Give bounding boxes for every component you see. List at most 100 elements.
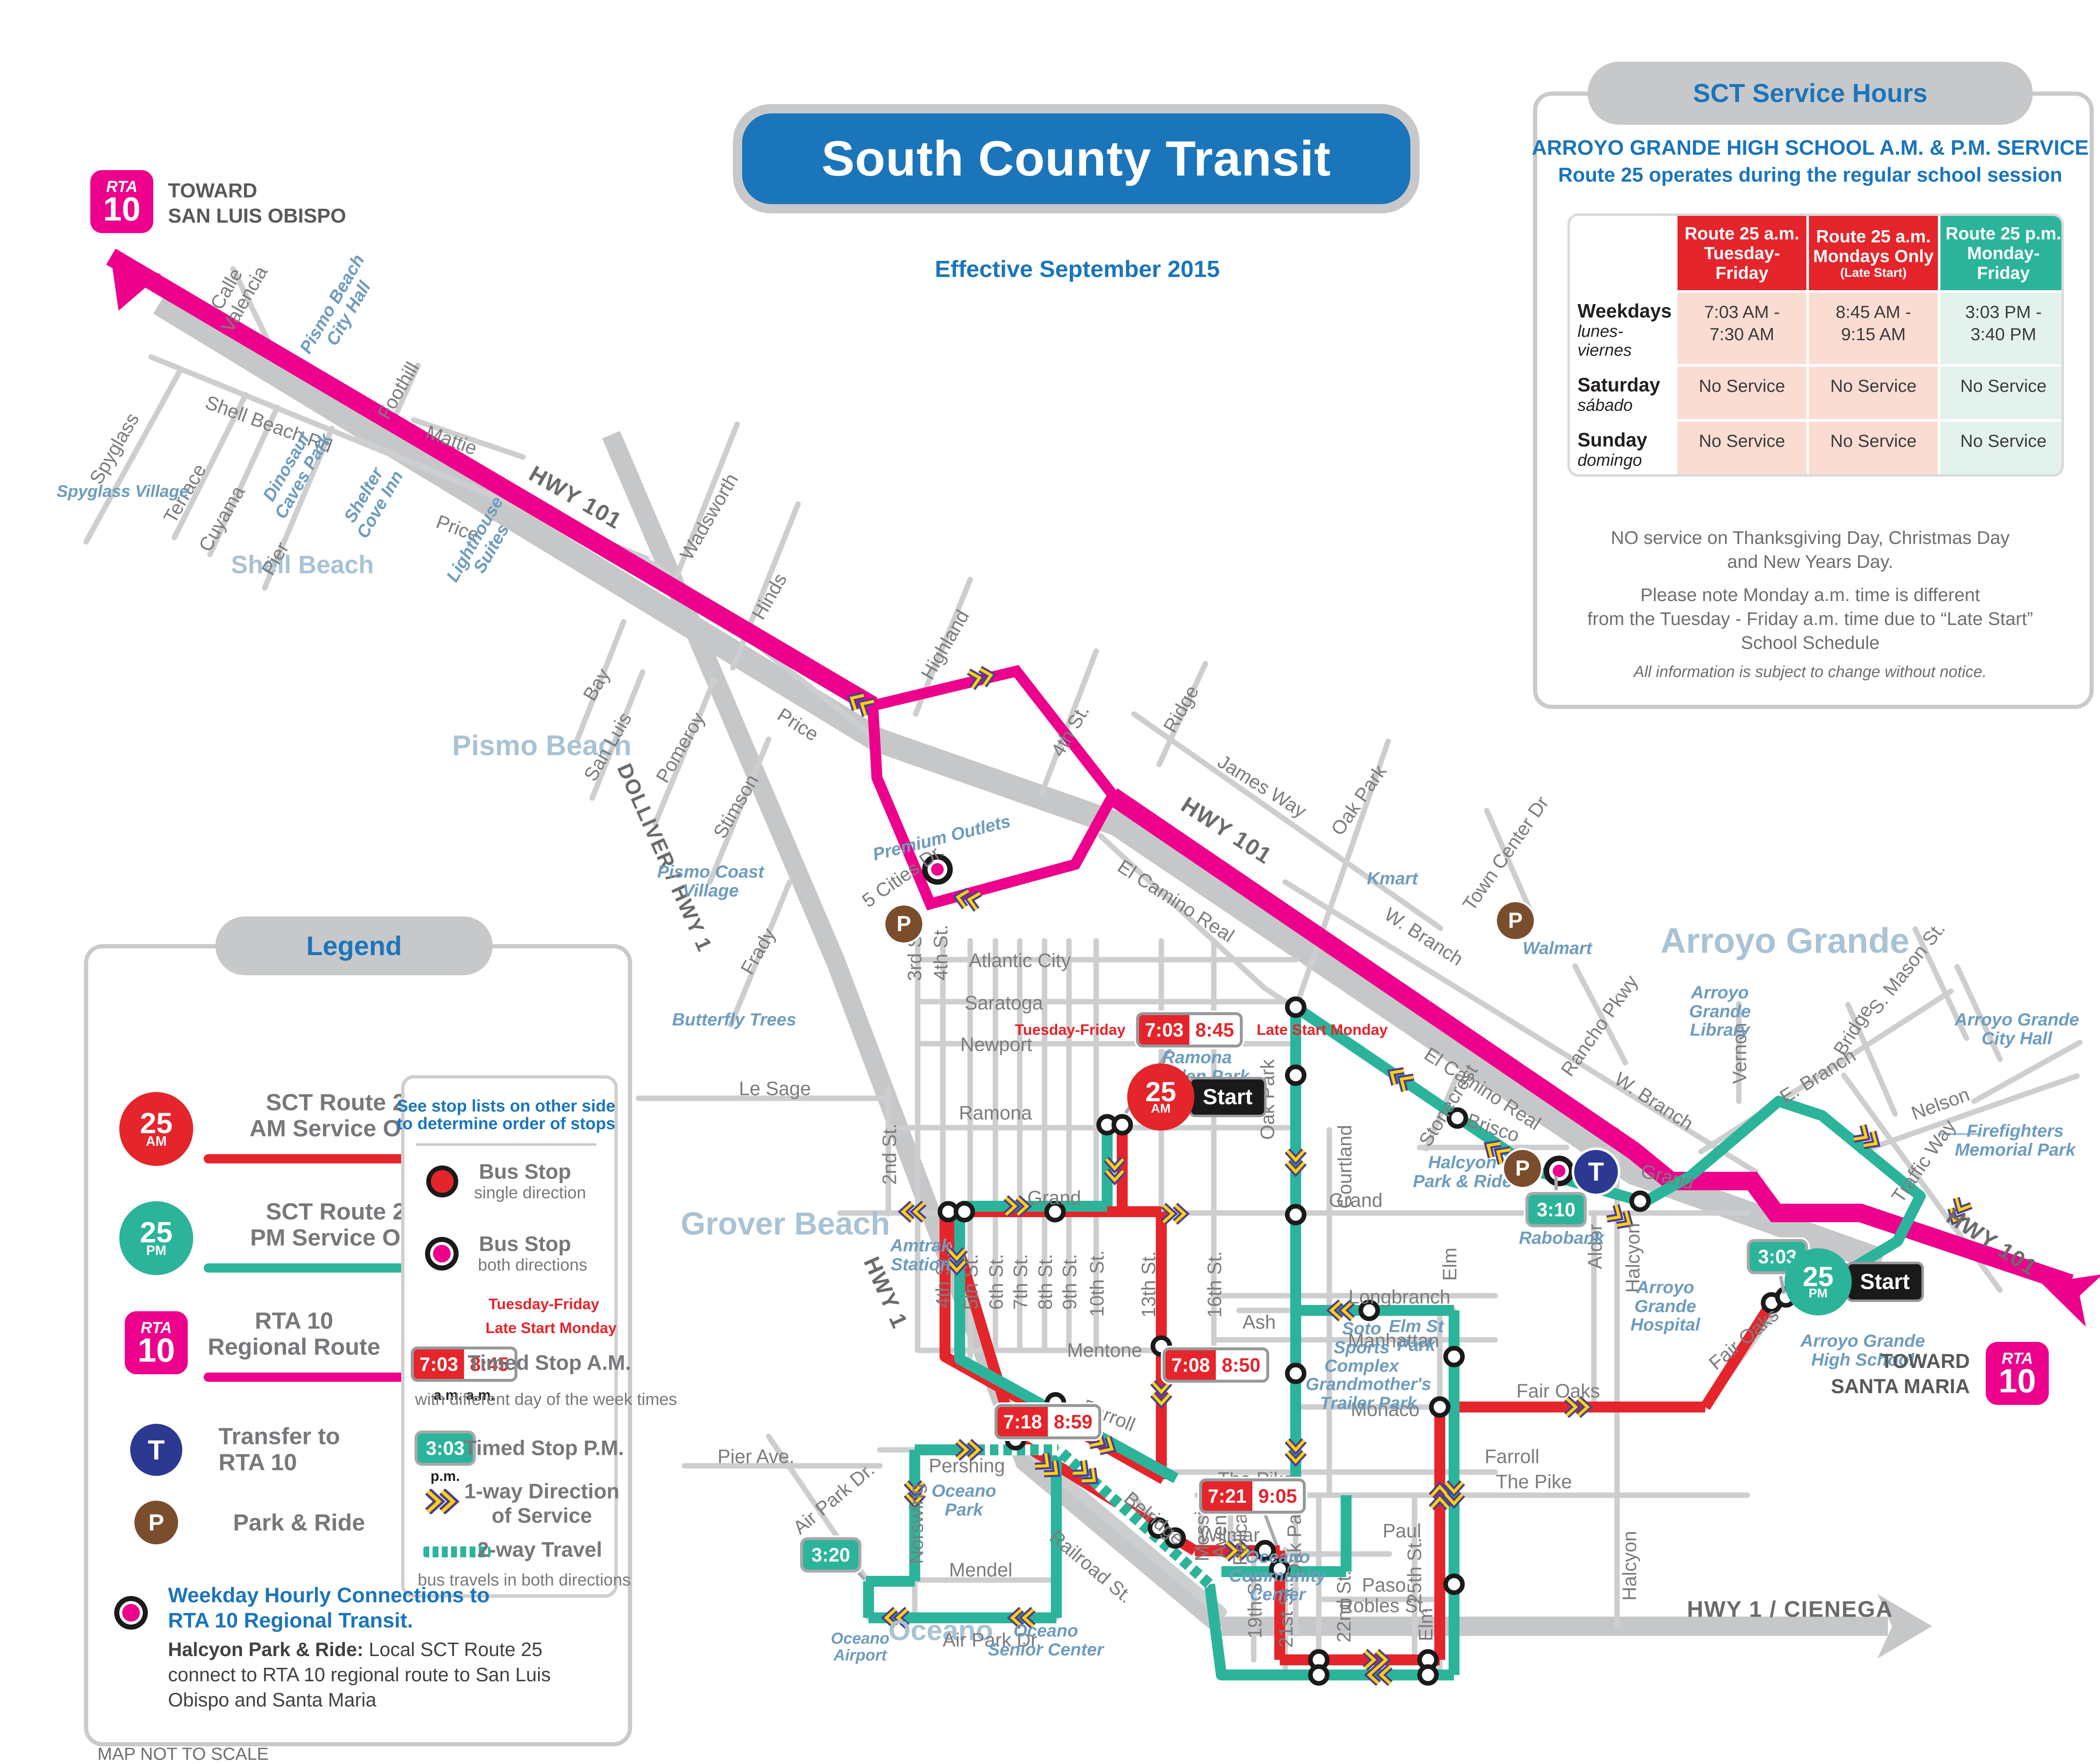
rta10-route <box>106 249 2074 1292</box>
street-label: Fair Oaks <box>1516 1380 1600 1402</box>
timed-stop-pm-badge: 3:10 <box>1525 1192 1587 1227</box>
street-label: Grand <box>1027 1186 1081 1209</box>
street-label: Le Sage <box>739 1077 811 1100</box>
street-label: 10th St. <box>1086 1250 1108 1317</box>
legend-park-ride-badge: P <box>134 1501 178 1544</box>
legend-pm-badge-sample: 3:03 <box>414 1431 476 1466</box>
late-start-note: Please note Monday a.m. time is differen… <box>1587 585 2033 654</box>
toward-sm-label: TOWARD SANTA MARIA <box>1831 1350 1970 1398</box>
service-hours-heading2: Route 25 operates during the regular sch… <box>1558 164 2063 186</box>
street-label: Paso Robles St. <box>1339 1574 1429 1616</box>
poi-label: Oceano Senior Center <box>988 1620 1104 1659</box>
cienega-arrow <box>1877 1594 1932 1659</box>
am-time-late-start-monday: 8:50 <box>1216 1350 1267 1380</box>
effective-date: Effective September 2015 <box>934 255 1220 282</box>
legend-single-stop-icon <box>426 1166 458 1197</box>
street-label: Mentone <box>1067 1339 1142 1361</box>
start-label: Start <box>1188 1077 1267 1117</box>
poi-label: Spyglass Village <box>56 482 189 501</box>
legend-hourly-stop-icon <box>114 1596 148 1630</box>
legend-title: Legend <box>215 916 493 975</box>
legend-oneway-icon <box>424 1489 470 1514</box>
am-time-tuesday-friday: 7:21 <box>1202 1481 1252 1511</box>
legend-stops-box <box>401 1075 618 1598</box>
service-hours-table: Route 25 a.m. Tuesday-Friday Route 25 a.… <box>1567 213 2064 477</box>
street-label: 2nd St. <box>878 1124 900 1185</box>
route25-am-badge: 25 AM <box>1127 1063 1194 1131</box>
street-label: Manhattan <box>1348 1329 1439 1352</box>
city-label: Arroyo Grande <box>1660 921 1910 961</box>
toward-slo-label: TOWARD SAN LUIS OBISPO <box>168 180 346 227</box>
route25-pm-badge: 25 PM <box>1784 1248 1852 1315</box>
col-header-mondays-only: Route 25 a.m. Mondays Only(Late Start) <box>1809 216 1938 291</box>
city-label: Grover Beach <box>680 1206 890 1242</box>
street-label: Pier Ave. <box>717 1445 795 1467</box>
poi-label: Soto Sports Complex <box>1324 1318 1399 1376</box>
legend-twoway-icon <box>423 1546 491 1557</box>
legend-both-stop-icon <box>425 1237 459 1270</box>
poi-label: Arroyo Grande Hospital <box>1630 1277 1700 1335</box>
both-direction-stops <box>922 854 1575 1186</box>
service-hours-heading1: ARROYO GRANDE HIGH SCHOOL A.M. & P.M. SE… <box>1531 136 2089 160</box>
poi-label: Firefighters Memorial Park <box>1955 1121 2076 1159</box>
park-and-ride-icon: P <box>883 903 924 945</box>
street-label: Pershing <box>929 1454 1005 1477</box>
street-label: Ramona <box>959 1102 1032 1124</box>
street-label: 4th St. <box>929 924 952 981</box>
street-label: Ash <box>1242 1311 1276 1333</box>
street-label: 5th St. <box>960 1254 982 1310</box>
park-and-ride-icon: P <box>1495 900 1536 941</box>
am-time-late-start-monday: 8:59 <box>1048 1407 1099 1436</box>
am-time-late-start-monday: 9:05 <box>1252 1481 1303 1511</box>
street-label: Mendel <box>949 1559 1013 1581</box>
poi-label: Halcyon Park & Ride <box>1413 1152 1512 1191</box>
street-label: 13th St. <box>1137 1251 1160 1318</box>
poi-label: Arroyo Grande City Hall <box>1954 1009 2079 1048</box>
route25-am-start: 25 AM Start <box>1127 1063 1267 1131</box>
street-label: Atlantic City <box>969 949 1071 971</box>
service-hours-title: SCT Service Hours <box>1588 62 2033 125</box>
poi-label: Pismo Coast Village <box>657 861 764 900</box>
timed-stop-day-label: Late Start Monday <box>1256 1021 1388 1038</box>
street-label: 25th St. <box>1403 1537 1425 1604</box>
poi-label: Amtrak Station <box>890 1235 951 1274</box>
holiday-note: NO service on Thanksgiving Day, Christma… <box>1611 528 2010 572</box>
page-title: South County Transit <box>742 113 1410 204</box>
rta10-arrow-sm <box>2042 1274 2100 1327</box>
rta10-badge-sm: RTA 10 <box>1986 1342 2049 1405</box>
street-label: Air Park Dr. <box>942 1629 1042 1651</box>
map-not-to-scale: MAP NOT TO SCALE <box>97 1744 269 1764</box>
city-label: Pismo Beach <box>452 729 632 761</box>
street-label: Elm <box>1415 1608 1437 1641</box>
street-label: 16th St. <box>1203 1251 1226 1318</box>
street-label: Monaco <box>1351 1398 1420 1420</box>
am-time-tuesday-friday: 7:03 <box>1139 1015 1189 1045</box>
poi-label: Arroyo Grande High School <box>1800 1331 1925 1369</box>
col-header-tuesday-friday: Route 25 a.m. Tuesday-Friday <box>1677 216 1806 291</box>
am-time-late-start-monday: 8:45 <box>1189 1015 1240 1045</box>
street-label: 7th St. <box>1009 1254 1032 1310</box>
route25-pm-start: 25 PM Start <box>1784 1248 1924 1315</box>
street-label: Saratoga <box>964 992 1043 1014</box>
city-label: Shell Beach <box>231 551 374 579</box>
street-label: Elm <box>1438 1247 1461 1281</box>
street-label: Wilmar <box>1200 1524 1260 1546</box>
street-label: Halcyon <box>1618 1530 1641 1601</box>
street-label: Newport <box>960 1033 1032 1055</box>
am-time-tuesday-friday: 7:08 <box>1165 1350 1216 1380</box>
start-label: Start <box>1845 1262 1924 1302</box>
highway-label: HWY 1 / CIENEGA <box>1687 1596 1893 1622</box>
legend-divider <box>416 1143 596 1146</box>
street-label: 8th St. <box>1034 1254 1056 1310</box>
